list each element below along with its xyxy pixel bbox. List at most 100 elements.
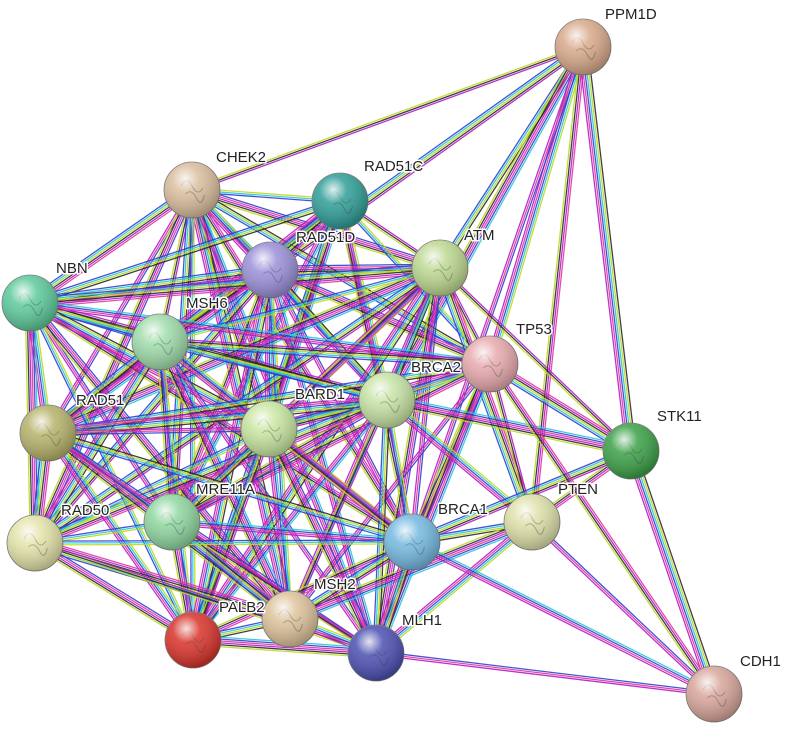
node-mre11a[interactable]: MRE11A <box>143 480 256 551</box>
edge-msh6-rad50 <box>30 339 165 546</box>
node-label: RAD51 <box>76 392 124 409</box>
node-bard1[interactable]: BARD1 <box>240 385 347 458</box>
edge-strand <box>30 190 193 305</box>
node-label: PALB2 <box>219 599 265 616</box>
edge-strand <box>160 341 292 619</box>
node-ppm1d[interactable]: PPM1D <box>554 5 658 76</box>
node-pten[interactable]: PTEN <box>503 480 600 551</box>
edge-pten-cdh1 <box>530 520 716 696</box>
edge-rad51c-nbn <box>28 197 342 307</box>
edge-strand <box>44 434 191 643</box>
node-label: BRCA1 <box>438 501 488 518</box>
node-rad51c[interactable]: RAD51C <box>311 157 425 230</box>
edge-strand <box>442 266 536 522</box>
edge-strand <box>413 47 586 543</box>
node-nbn[interactable]: NBN <box>1 259 89 332</box>
edge-palb2-mlh1 <box>192 634 377 659</box>
edge-strand <box>634 449 720 693</box>
edge-strand <box>269 263 440 267</box>
edge-strand <box>34 189 193 544</box>
node-label: NBN <box>56 260 88 277</box>
edge-strand <box>160 337 491 361</box>
node-msh2[interactable]: MSH2 <box>261 575 357 648</box>
edge-strand <box>412 540 715 694</box>
edge-strand <box>32 193 196 308</box>
edge-strand <box>382 44 580 399</box>
edge-brca1-rad50 <box>34 539 413 546</box>
edge-strand <box>47 394 387 429</box>
edge-strand <box>34 542 194 641</box>
edge-stk11-cdh1 <box>625 449 720 696</box>
edge-strand <box>342 200 416 542</box>
edge-strand <box>30 339 157 541</box>
edge-strand <box>31 191 195 306</box>
node-chek2[interactable]: CHEK2 <box>163 148 268 219</box>
edge-strand <box>32 300 294 617</box>
edge-strand <box>160 269 441 345</box>
node-rad51[interactable]: RAD51 <box>19 391 126 462</box>
node-stk11[interactable]: STK11 <box>602 407 703 480</box>
node-rad50[interactable]: RAD50 <box>6 501 111 572</box>
edge-strand <box>439 267 632 452</box>
edge-strand <box>374 399 387 653</box>
edge-strand <box>192 644 376 659</box>
node-rad51d[interactable]: RAD51D <box>241 228 357 299</box>
edge-strand <box>437 45 582 267</box>
node-mlh1[interactable]: MLH1 <box>347 611 444 682</box>
edge-strand <box>532 47 585 523</box>
edge-strand <box>30 201 341 305</box>
node-tp53[interactable]: TP53 <box>461 320 553 393</box>
edge-strand <box>159 341 491 365</box>
edge-strand <box>34 269 271 544</box>
edge-strand <box>270 426 415 541</box>
edge-strand <box>291 400 390 621</box>
edge-strand <box>530 522 714 696</box>
edge-strand <box>35 540 195 639</box>
edge-strand <box>386 400 631 453</box>
edge-strand <box>36 190 195 545</box>
edge-strand <box>440 266 633 451</box>
node-brca1[interactable]: BRCA1 <box>383 500 490 571</box>
edge-strand <box>192 188 491 364</box>
edge-strand <box>411 448 631 541</box>
edge-strand <box>192 640 376 655</box>
edge-strand <box>29 262 440 299</box>
node-label: CHEK2 <box>216 149 266 166</box>
edge-strand <box>436 268 530 524</box>
edge-strand <box>438 46 583 268</box>
edge-strand <box>160 339 491 363</box>
edge-strand <box>29 199 340 303</box>
edge-strand <box>411 46 584 543</box>
node-highlight <box>242 242 298 298</box>
edge-strand <box>35 402 389 547</box>
edge-strand <box>443 266 538 521</box>
edge-strand <box>29 264 440 301</box>
node-palb2[interactable]: PALB2 <box>164 598 266 669</box>
node-brca2[interactable]: BRCA2 <box>358 358 463 429</box>
node-atm[interactable]: ATM <box>411 226 496 297</box>
edge-ppm1d-atm <box>437 45 586 270</box>
edge-strand <box>36 343 163 545</box>
node-msh6[interactable]: MSH6 <box>131 294 229 371</box>
edge-strand <box>193 186 492 363</box>
node-cdh1[interactable]: CDH1 <box>685 652 782 723</box>
edge-strand <box>172 201 342 523</box>
edge-mlh1-cdh1 <box>375 650 715 697</box>
edge-strand <box>268 271 490 367</box>
edge-strand <box>34 539 412 542</box>
edge-strand <box>34 398 387 543</box>
edge-strand <box>188 427 267 639</box>
edge-strand <box>375 654 714 697</box>
edge-strand <box>49 431 196 640</box>
edge-strand <box>271 427 381 652</box>
edge-strand <box>192 642 376 657</box>
edge-strand <box>287 398 386 619</box>
node-highlight <box>20 405 76 461</box>
edge-strand <box>376 522 534 655</box>
edge-ppm1d-brca2 <box>382 44 588 403</box>
edge-strand <box>191 398 387 640</box>
node-label: MRE11A <box>196 481 255 498</box>
edge-strand <box>33 268 270 543</box>
edge-strand <box>30 301 491 364</box>
edge-pten-mlh1 <box>373 518 535 657</box>
